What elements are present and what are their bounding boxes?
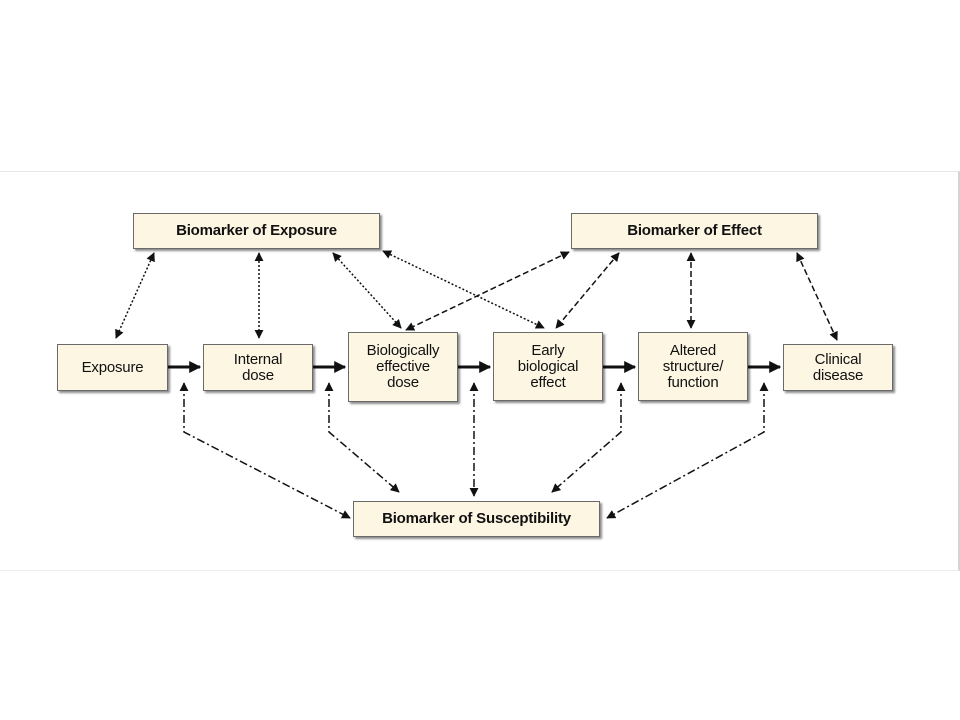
biomarker-of-exposure-label: Biomarker of Exposure xyxy=(176,222,337,239)
effect-biomarker-link-clinical xyxy=(796,252,838,341)
effect-biomarker-link-early-effect xyxy=(555,252,620,329)
altered-structure-function-label: Altered structure/ function xyxy=(662,341,724,391)
diagram-panel xyxy=(0,171,960,571)
biomarker-of-effect-box: Biomarker of Effect xyxy=(571,213,818,249)
biologically-effective-dose-box: Biologically effective dose xyxy=(348,332,458,402)
clinical-disease-box: Clinical disease xyxy=(783,344,893,391)
internal-dose-box: Internal dose xyxy=(203,344,313,391)
exposure-biomarker-link-bed xyxy=(332,252,402,329)
effect-biomarker-link-bed xyxy=(405,251,570,331)
internal-dose-label: Internal dose xyxy=(233,350,283,384)
susceptibility-link-exposure xyxy=(179,382,351,519)
exposure-biomarker-link-exposure xyxy=(115,252,155,339)
susceptibility-link-altered xyxy=(606,382,769,519)
susceptibility-link-internal-dose xyxy=(324,382,400,493)
biomarker-of-exposure-box: Biomarker of Exposure xyxy=(133,213,380,249)
exposure-box: Exposure xyxy=(57,344,168,391)
clinical-disease-label: Clinical disease xyxy=(812,350,864,384)
biomarker-of-susceptibility-label: Biomarker of Susceptibility xyxy=(382,510,571,527)
exposure-label: Exposure xyxy=(81,358,144,376)
early-biological-effect-label: Early biological effect xyxy=(517,341,579,391)
altered-structure-function-box: Altered structure/ function xyxy=(638,332,748,401)
early-biological-effect-box: Early biological effect xyxy=(493,332,603,401)
biomarker-of-susceptibility-box: Biomarker of Susceptibility xyxy=(353,501,600,537)
exposure-biomarker-link-early-effect xyxy=(382,250,545,329)
biologically-effective-dose-label: Biologically effective dose xyxy=(366,342,440,391)
biomarker-of-effect-label: Biomarker of Effect xyxy=(627,222,762,239)
